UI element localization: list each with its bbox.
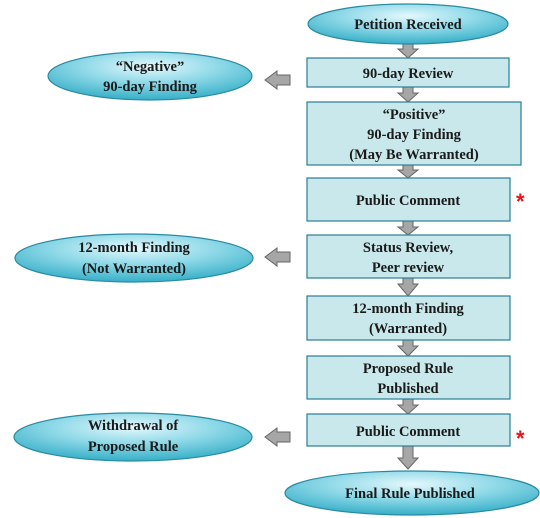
left-arrow-not-warranted xyxy=(264,247,291,267)
step-proposed-rule: Proposed Rule Published xyxy=(306,355,511,400)
side-label-line1: “Negative” xyxy=(116,59,184,75)
side-label-line1: 12-month Finding xyxy=(78,240,190,256)
step-label-line3: (May Be Warranted) xyxy=(349,147,479,163)
step-label: Public Comment xyxy=(356,424,460,440)
side-not-warranted: 12-month Finding (Not Warranted) xyxy=(14,233,254,283)
asterisk-mark-1: * xyxy=(516,189,525,214)
start-label: Petition Received xyxy=(354,17,462,33)
end-node: Final Rule Published xyxy=(284,470,540,516)
step-label-line2: Peer review xyxy=(372,260,445,276)
down-arrow-5 xyxy=(396,277,420,297)
side-label-line2: (Not Warranted) xyxy=(82,261,186,277)
step-label-line2: 90-day Finding xyxy=(367,127,462,143)
down-arrow-2 xyxy=(396,86,420,103)
down-arrows xyxy=(396,41,420,470)
step-label-line1: “Positive” xyxy=(383,107,446,123)
end-ellipse xyxy=(284,470,540,516)
start-ellipse xyxy=(307,3,509,45)
step-box xyxy=(306,295,511,341)
asterisk-mark-2: * xyxy=(516,426,525,451)
start-node: Petition Received xyxy=(307,3,509,45)
step-positive-finding: “Positive” 90-day Finding (May Be Warran… xyxy=(306,101,522,166)
step-label-line2: Published xyxy=(377,381,438,397)
left-arrow-negative xyxy=(264,70,291,90)
step-public-comment-1: Public Comment xyxy=(306,177,511,222)
step-label-line2: (Warranted) xyxy=(369,321,447,337)
end-label: Final Rule Published xyxy=(345,486,475,502)
side-ellipse xyxy=(47,51,253,101)
step-box xyxy=(306,57,510,88)
side-ellipse xyxy=(14,233,254,283)
down-arrow-7 xyxy=(396,398,420,415)
step-box xyxy=(306,355,511,400)
down-arrow-8 xyxy=(396,445,420,470)
down-arrow-3 xyxy=(396,164,420,179)
step-box xyxy=(306,234,511,279)
side-label-line2: Proposed Rule xyxy=(88,439,179,455)
step-box xyxy=(306,413,511,447)
step-label-line1: Proposed Rule xyxy=(363,361,454,377)
down-arrow-4 xyxy=(396,220,420,236)
side-negative-finding: “Negative” 90-day Finding xyxy=(47,51,253,101)
step-label: 90-day Review xyxy=(363,66,454,82)
step-box xyxy=(306,101,522,166)
step-status-review: Status Review, Peer review xyxy=(306,234,511,279)
step-12-month-warranted: 12-month Finding (Warranted) xyxy=(306,295,511,341)
step-label-line1: 12-month Finding xyxy=(352,301,464,317)
down-arrow-6 xyxy=(396,339,420,357)
side-label-line2: 90-day Finding xyxy=(103,79,198,95)
side-label-line1: Withdrawal of xyxy=(88,418,179,434)
step-90-day-review: 90-day Review xyxy=(306,57,510,88)
side-ellipse xyxy=(13,412,253,462)
side-withdrawal: Withdrawal of Proposed Rule xyxy=(13,412,253,462)
step-label: Public Comment xyxy=(356,193,460,209)
step-public-comment-2: Public Comment xyxy=(306,413,511,447)
left-arrows xyxy=(264,70,291,447)
step-label-line1: Status Review, xyxy=(363,240,454,256)
step-box xyxy=(306,177,511,222)
left-arrow-withdrawal xyxy=(264,427,291,447)
